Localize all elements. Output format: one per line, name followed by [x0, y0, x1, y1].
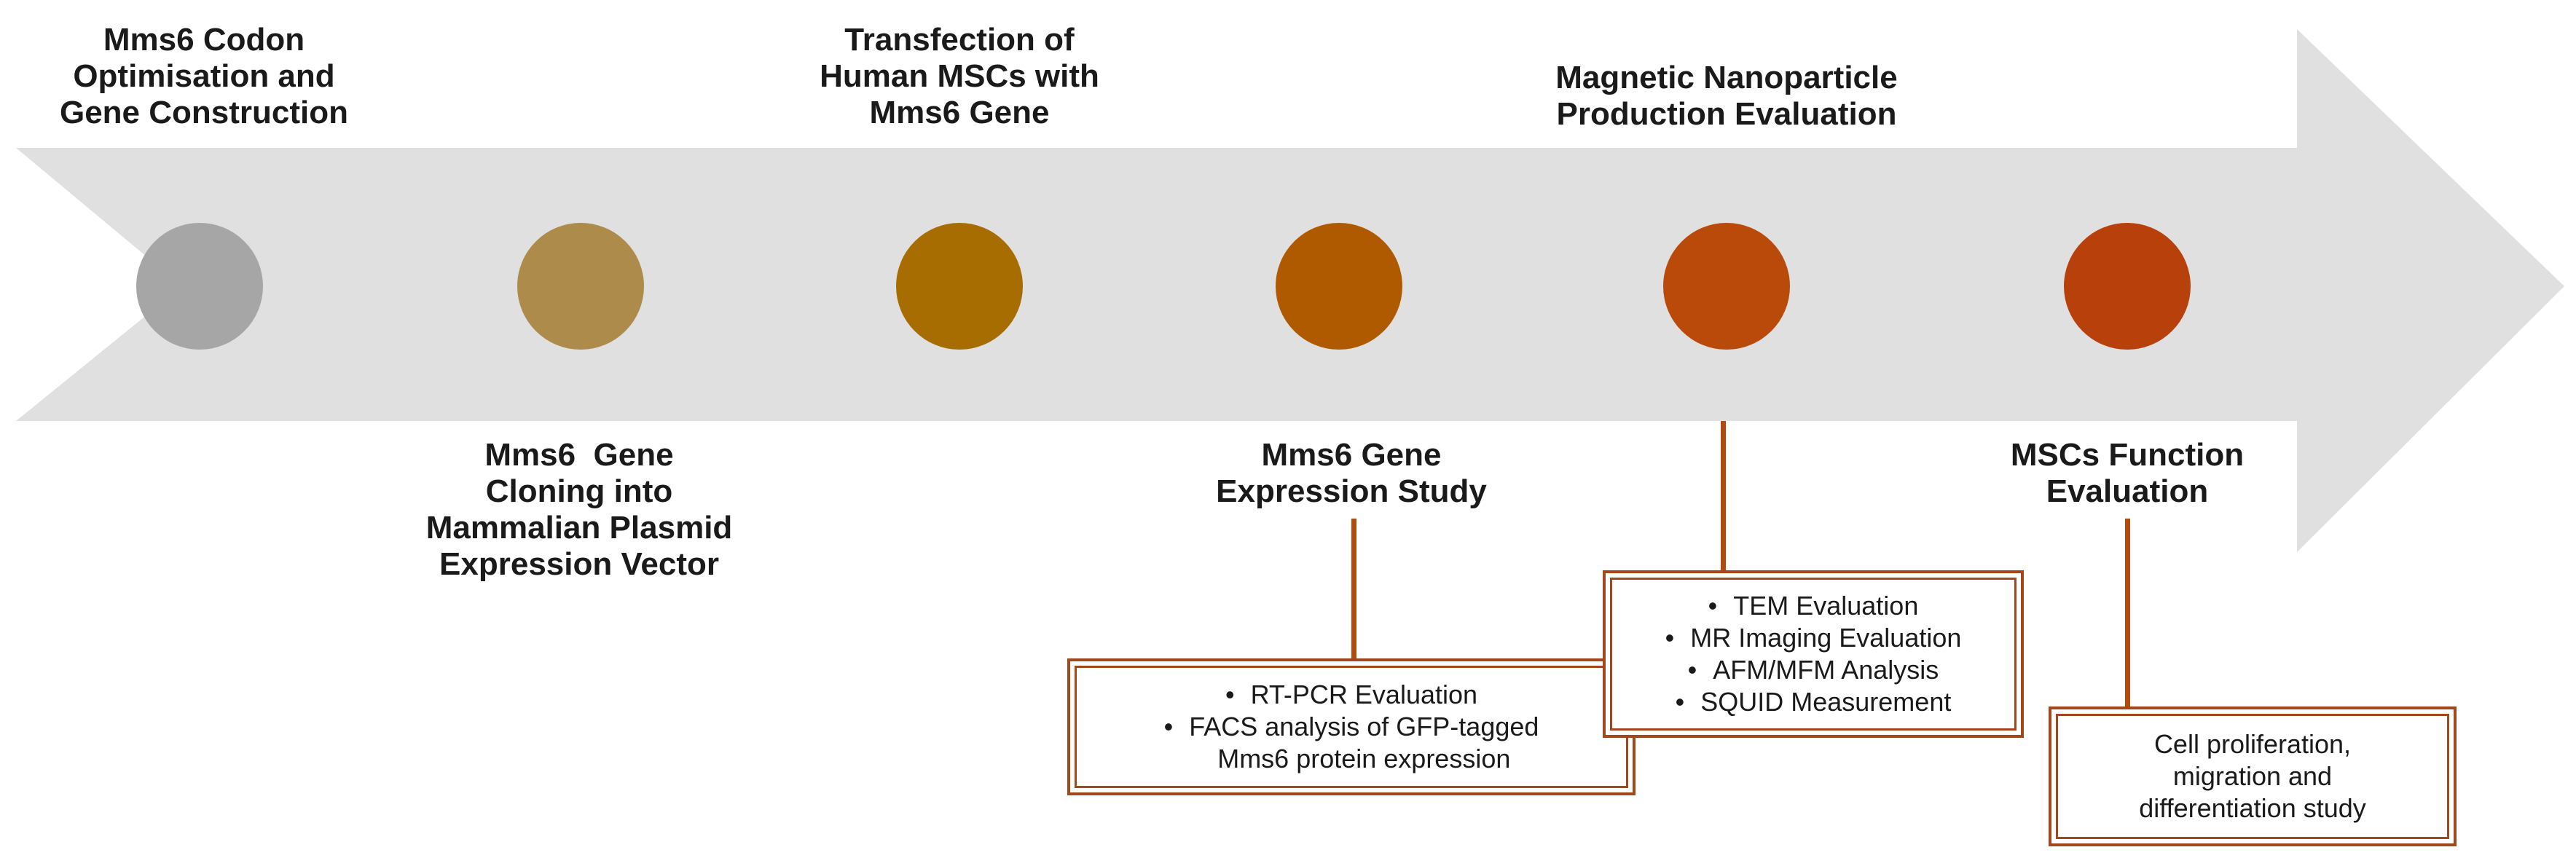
step-5-node	[1663, 223, 1790, 350]
expression-methods-box: •RT-PCR Evaluation •FACS analysis of GFP…	[1067, 658, 1635, 795]
function-methods-box: Cell proliferation, migration and differ…	[2049, 706, 2457, 846]
list-item: •MR Imaging Evaluation	[1665, 623, 1962, 653]
connector-nanoparticle	[1721, 421, 1726, 570]
list-item: •TEM Evaluation	[1708, 591, 1919, 621]
step-1-node	[136, 223, 263, 350]
expression-methods-list: •RT-PCR Evaluation •FACS analysis of GFP…	[1164, 679, 1539, 775]
list-item: •RT-PCR Evaluation	[1225, 680, 1478, 709]
step-3-node	[896, 223, 1023, 350]
list-item: •SQUID Measurement	[1675, 687, 1952, 717]
step-2-node	[517, 223, 644, 350]
nanoparticle-methods-box: •TEM Evaluation •MR Imaging Evaluation •…	[1603, 570, 2024, 738]
connector-expression	[1351, 519, 1356, 658]
step-1-label: Mms6 Codon Optimisation and Gene Constru…	[59, 22, 349, 130]
step-6-label: MSCs Function Evaluation	[2010, 437, 2245, 509]
step-4-node	[1276, 223, 1402, 350]
step-4-label: Mms6 Gene Expression Study	[1216, 437, 1487, 509]
connector-function	[2125, 519, 2130, 706]
list-item: •AFM/MFM Analysis	[1687, 655, 1939, 685]
step-3-label: Transfection of Human MSCs with Mms6 Gen…	[820, 22, 1099, 130]
step-6-node	[2064, 223, 2191, 350]
nanoparticle-methods-list: •TEM Evaluation •MR Imaging Evaluation •…	[1665, 590, 1962, 718]
step-2-label: Mms6 Gene Cloning into Mammalian Plasmid…	[425, 437, 733, 582]
function-methods-text: Cell proliferation, migration and differ…	[2056, 714, 2449, 839]
step-5-label: Magnetic Nanoparticle Production Evaluat…	[1555, 60, 1898, 132]
